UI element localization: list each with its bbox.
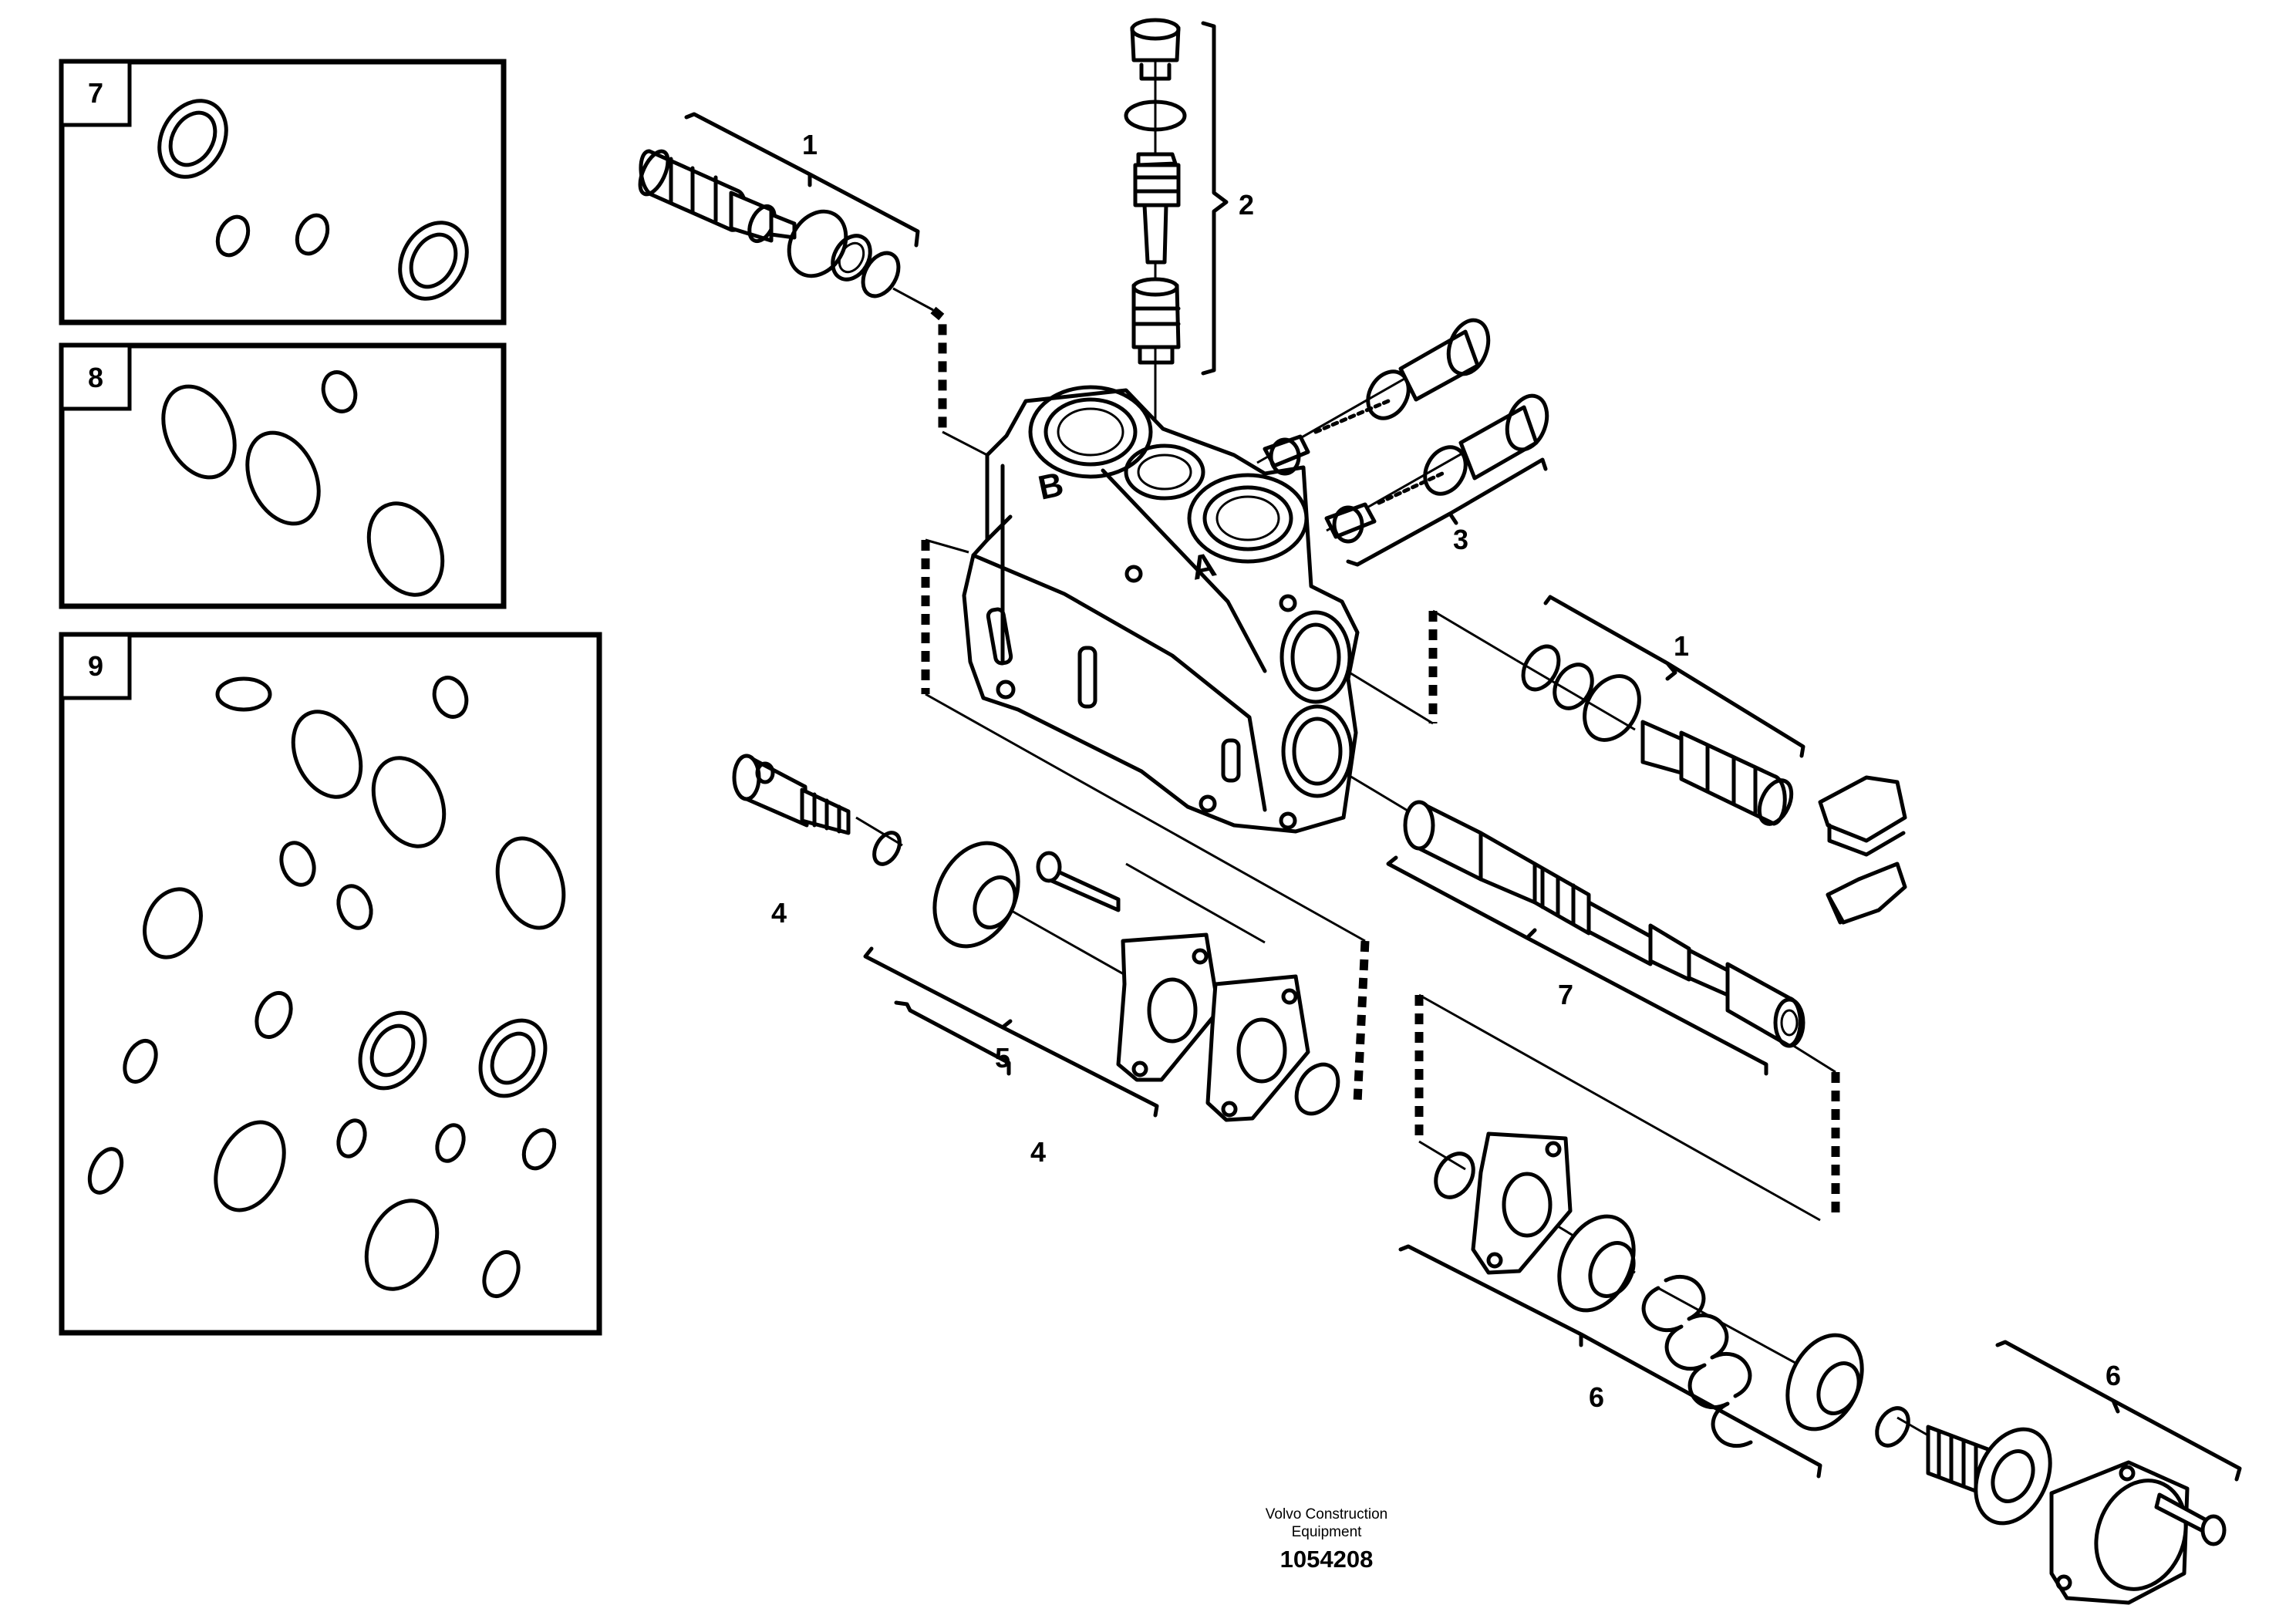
callout-2: 2: [1239, 189, 1254, 221]
brackets: [684, 21, 2242, 1482]
callouts: 1 2 3 1 4 5 4 7 6 6: [771, 129, 2121, 1413]
top-plug-stack: [1124, 18, 1187, 365]
spool-clips: [1818, 775, 1907, 925]
company-name-line2: Equipment: [1291, 1524, 1362, 1540]
callout-7: 7: [1558, 979, 1573, 1010]
company-name-line1: Volvo Construction: [1265, 1506, 1388, 1523]
spring-centering-assembly: [1434, 1131, 2052, 1526]
check-valves: [1263, 318, 1549, 544]
inset-8-label: 8: [88, 362, 103, 393]
inset-9: 9: [59, 632, 602, 1336]
spool-end-fitting: [732, 754, 1121, 949]
callout-4-large: 4: [1030, 1136, 1046, 1168]
relief-cartridge-right: [1521, 644, 1794, 826]
inset-9-label: 9: [88, 650, 103, 682]
callout-6-left: 6: [1589, 1381, 1604, 1413]
callout-1-right: 1: [1674, 630, 1689, 662]
end-cap-cover: [2049, 1460, 2227, 1605]
inset-7-label: 7: [88, 77, 103, 109]
relief-cartridge-top: [638, 149, 901, 298]
seal-ring: [478, 1018, 548, 1098]
callout-3: 3: [1453, 524, 1468, 555]
end-cap-plates: [1116, 932, 1340, 1122]
seal-ring: [157, 99, 228, 179]
inset-8: 8: [59, 342, 507, 609]
drawing-number: 1054208: [1279, 1546, 1374, 1573]
seal-ring: [398, 221, 469, 301]
main-spool: [1403, 800, 1805, 1048]
callout-6-right: 6: [2106, 1360, 2121, 1391]
seal-ring: [358, 1010, 427, 1091]
callout-4-small: 4: [771, 897, 787, 929]
leader-lines: [855, 46, 2021, 1490]
callout-1-top: 1: [802, 129, 818, 160]
valve-body: B A: [962, 385, 1360, 834]
inset-7: 7: [59, 59, 507, 325]
callout-5: 5: [995, 1042, 1010, 1074]
